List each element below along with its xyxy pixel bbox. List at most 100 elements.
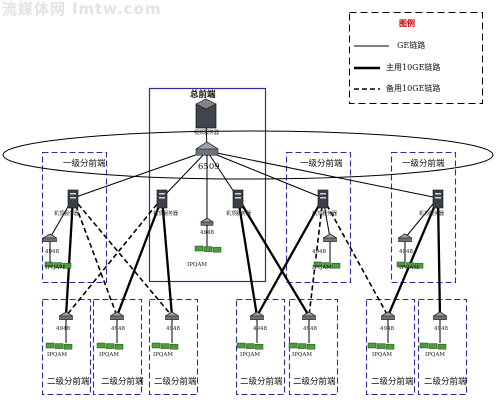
level1-title: 一级分前端 xyxy=(63,159,106,169)
level2-frame xyxy=(417,298,468,396)
headend-frame xyxy=(148,87,267,283)
level1-frame xyxy=(390,151,457,284)
level2-qam-icon xyxy=(367,342,395,350)
qam-unit xyxy=(313,261,323,268)
video-server-icon xyxy=(195,98,217,129)
level1-qam-icon xyxy=(44,261,72,269)
level2-qam-label: IPQAM xyxy=(240,352,260,358)
level2-title: 二级分前端 xyxy=(293,377,336,387)
server-slot xyxy=(435,193,441,195)
level1-switch-label: 4948 xyxy=(45,249,59,255)
level2-switch-label: 4948 xyxy=(253,326,267,332)
ge-link xyxy=(206,150,324,199)
level1-switch-icon xyxy=(322,233,338,243)
server-slot xyxy=(70,193,76,195)
primary-10ge-link xyxy=(236,197,259,317)
qam-unit xyxy=(54,343,64,349)
level1-qam-label: IPQAM xyxy=(312,265,332,271)
level2-qam-label: IPQAM xyxy=(425,352,445,358)
level1-switch-icon xyxy=(42,233,58,243)
headend-qam-label: IPQAM xyxy=(187,262,207,268)
qam-unit xyxy=(437,343,447,350)
level2-frame xyxy=(92,298,143,396)
server-slot xyxy=(70,197,76,199)
server-body xyxy=(67,189,79,209)
qam-unit xyxy=(331,262,341,269)
server-body xyxy=(432,189,444,209)
level2-switch-label: 4948 xyxy=(434,326,448,332)
qam-unit xyxy=(194,245,204,252)
qam-unit xyxy=(428,343,438,349)
server-top xyxy=(195,98,217,110)
qam-unit xyxy=(367,342,377,349)
level2-frame xyxy=(148,298,199,396)
level1-qam-label: IPQAM xyxy=(45,265,65,271)
switch-side xyxy=(110,315,124,320)
legend-ge-label: GE链路 xyxy=(397,41,426,50)
switch-side xyxy=(323,237,337,242)
level2-qam-label: IPQAM xyxy=(99,352,119,358)
qam-unit xyxy=(405,262,415,268)
level2-title: 二级分前端 xyxy=(371,377,414,387)
qam-unit xyxy=(376,343,386,349)
level2-switch-icon xyxy=(301,311,317,321)
level2-title: 二级分前端 xyxy=(101,377,144,387)
watermark: 流媒体网 lmtw.com xyxy=(2,0,162,18)
level1-server-icon xyxy=(67,189,79,209)
level2-switch-label: 4948 xyxy=(303,326,317,332)
ge-link xyxy=(161,150,208,199)
level2-title: 二级分前端 xyxy=(424,377,467,387)
qam-unit xyxy=(45,342,55,349)
qam-unit xyxy=(53,262,63,268)
level2-qam-icon xyxy=(288,342,316,350)
qam-unit xyxy=(396,261,406,268)
qam-unit xyxy=(63,343,73,350)
legend-primary-label: 主用10GE链路 xyxy=(386,63,441,72)
primary-10ge-link xyxy=(237,197,310,317)
backup-10ge-link xyxy=(65,197,163,317)
level2-switch-icon xyxy=(249,311,265,321)
video-server-label: 视频服务器 xyxy=(194,130,220,136)
core-switch-label: 6509 xyxy=(198,162,220,172)
level2-switch-label: 4948 xyxy=(166,326,180,332)
ge-link xyxy=(72,150,208,199)
device-layer xyxy=(42,98,448,350)
level2-qam-icon xyxy=(45,342,73,350)
level1-server-label: 机顶服务器 xyxy=(54,211,80,217)
level1-server-icon xyxy=(432,189,444,209)
headend-switch-label: 4948 xyxy=(200,230,214,236)
level2-title: 二级分前端 xyxy=(47,377,90,387)
level1-qam-label: IPQAM xyxy=(399,265,419,271)
backup-10ge-link xyxy=(437,197,441,317)
primary-10ge-link xyxy=(160,197,174,317)
level2-frame xyxy=(235,298,286,396)
qam-unit xyxy=(44,261,54,268)
qam-unit xyxy=(322,262,332,268)
level2-qam-label: IPQAM xyxy=(47,352,67,358)
level2-switch-icon xyxy=(380,311,396,321)
qam-unit xyxy=(114,343,124,350)
level2-qam-icon xyxy=(151,342,179,350)
backup-10ge-link xyxy=(308,197,324,317)
server-slot xyxy=(235,197,241,199)
level2-qam-label: IPQAM xyxy=(292,352,312,358)
headend-server-icon xyxy=(156,189,168,209)
level1-server-label: 机顶服务器 xyxy=(419,211,445,217)
level1-frame xyxy=(285,151,352,284)
level2-switch-icon xyxy=(109,311,125,321)
legend-backup-label: 备用10GE链路 xyxy=(386,84,441,93)
level1-server-label: 机顶服务器 xyxy=(312,211,338,217)
qam-unit xyxy=(236,342,246,349)
level1-switch-label: 4948 xyxy=(399,249,413,255)
server-body xyxy=(232,189,244,209)
qam-unit xyxy=(297,343,307,349)
qam-unit xyxy=(62,262,72,269)
switch-side xyxy=(381,315,395,320)
ge-link xyxy=(404,197,439,239)
qam-unit xyxy=(419,342,429,349)
switch-side xyxy=(398,237,412,242)
qam-unit xyxy=(160,343,170,349)
switch-side xyxy=(165,315,179,320)
level2-switch-label: 4948 xyxy=(380,326,394,332)
primary-10ge-link xyxy=(255,197,325,317)
